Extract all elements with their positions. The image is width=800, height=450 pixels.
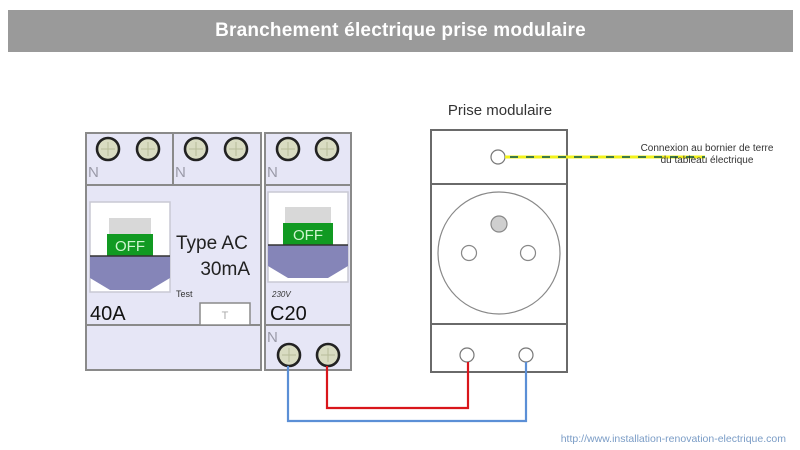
neutral-input-terminal-icon[interactable] — [518, 347, 534, 363]
source-url[interactable]: http://www.installation-renovation-elect… — [561, 433, 787, 445]
neutral-output-terminal-icon[interactable] — [276, 342, 302, 368]
screw-terminal-icon[interactable] — [135, 136, 161, 162]
phase-input-terminal-icon[interactable] — [459, 347, 475, 363]
neutral-wire — [286, 362, 528, 423]
sensitivity-label: 30mA — [200, 259, 250, 280]
breaker-toggle-switch[interactable]: OFF — [267, 191, 349, 283]
neutral-label: N — [88, 164, 99, 181]
type-label: Type AC — [176, 233, 248, 254]
differential-toggle-switch[interactable]: OFF — [89, 201, 171, 293]
rating-label: 40A — [90, 303, 126, 325]
title-bar: Branchement électrique prise modulaire — [8, 10, 793, 52]
phase-output-terminal-icon[interactable] — [315, 342, 341, 368]
earth-terminal-icon[interactable] — [490, 149, 506, 165]
earth-pin-icon — [490, 215, 508, 233]
page-title: Branchement électrique prise modulaire — [215, 20, 586, 41]
switch-off-label: OFF — [115, 238, 145, 255]
screw-terminal-icon[interactable] — [95, 136, 121, 162]
test-button[interactable]: T — [199, 302, 251, 326]
socket-hole-icon — [460, 244, 478, 262]
screw-terminal-icon[interactable] — [314, 136, 340, 162]
circuit-breaker: N OFF 230V C20 N — [264, 132, 352, 371]
differential-breaker: N N OFF Type AC 30mA Test T 40A — [85, 132, 262, 371]
svg-text:T: T — [222, 310, 229, 322]
earth-note-line2: du tableau électrique — [661, 155, 754, 166]
socket-hole-icon — [519, 244, 537, 262]
neutral-label: N — [267, 329, 278, 346]
neutral-label: N — [267, 164, 278, 181]
neutral-label: N — [175, 164, 186, 181]
socket-face-icon — [437, 191, 561, 315]
screw-terminal-icon[interactable] — [275, 136, 301, 162]
screw-terminal-icon[interactable] — [183, 136, 209, 162]
phase-wire — [325, 362, 470, 410]
screw-terminal-icon[interactable] — [223, 136, 249, 162]
socket-title: Prise modulaire — [448, 102, 552, 119]
test-label: Test — [176, 289, 193, 299]
switch-off-label: OFF — [293, 227, 323, 244]
modular-socket — [430, 129, 568, 373]
rating-label: C20 — [270, 303, 307, 325]
earth-note-line1: Connexion au bornier de terre — [641, 143, 774, 154]
voltage-label: 230V — [271, 290, 291, 299]
